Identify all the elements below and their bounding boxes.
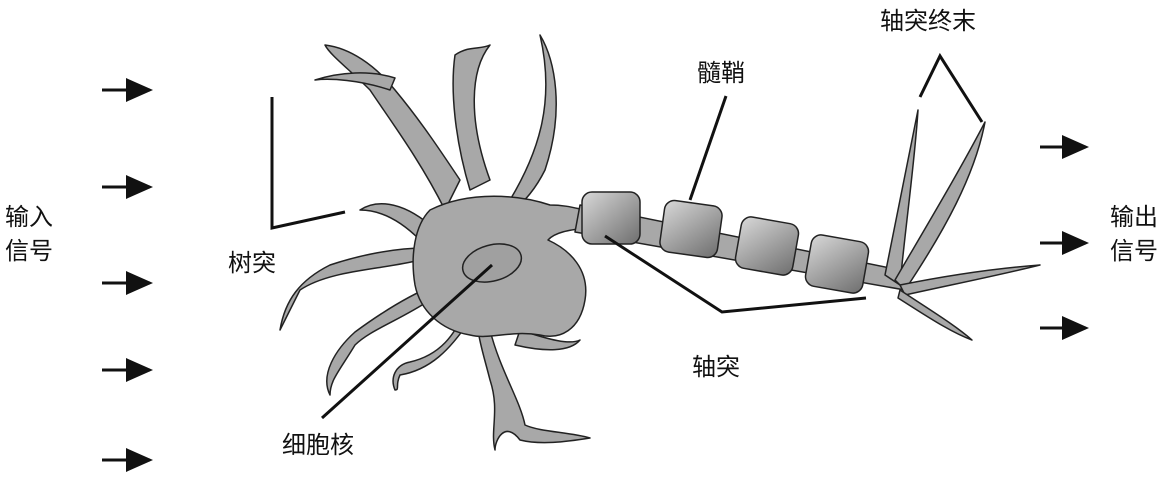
axon-terminal-branch	[899, 264, 1041, 296]
axon-terminal-label: 轴突终末	[880, 7, 976, 35]
nucleus	[461, 243, 523, 283]
dendrite	[392, 309, 471, 391]
axon-leader	[604, 234, 867, 314]
dendrite-leader	[270, 97, 346, 230]
axon-terminal-branch	[894, 121, 986, 291]
dendrite	[477, 329, 591, 451]
myelin-sheaths	[581, 191, 870, 294]
input-signal-label: 输入 信号	[5, 200, 53, 268]
dendrite	[452, 44, 491, 191]
axon-terminal-branch	[897, 289, 973, 341]
nucleus-leader	[320, 263, 494, 420]
dendrite	[359, 203, 431, 241]
myelin-leader	[688, 95, 728, 201]
label-leader-lines	[270, 52, 984, 420]
myelin-segment	[734, 216, 800, 276]
dendrite	[326, 284, 436, 396]
dendrite	[324, 44, 461, 211]
myelin-label: 髓鞘	[697, 59, 745, 87]
output-signal-label: 输出 信号	[1110, 200, 1158, 268]
output-label-line2: 信号	[1110, 237, 1158, 265]
myelin-segment	[659, 199, 723, 259]
axon-terminal-branch	[884, 109, 919, 286]
dendrite	[509, 34, 557, 211]
input-label-line2: 信号	[5, 237, 53, 265]
dendrite	[279, 247, 426, 331]
axon-label: 轴突	[692, 353, 740, 381]
output-label-line1: 输出	[1110, 203, 1158, 231]
myelin-segment	[804, 234, 870, 294]
output-arrows	[1040, 135, 1089, 340]
input-arrows	[102, 78, 153, 472]
terminal-leader	[918, 52, 984, 123]
myelin-segment	[581, 191, 641, 245]
dendrite	[514, 329, 581, 351]
input-label-line1: 输入	[5, 203, 53, 231]
dendrite-label: 树突	[228, 249, 276, 277]
dendrite	[314, 72, 396, 91]
nucleus-label: 细胞核	[282, 431, 354, 459]
